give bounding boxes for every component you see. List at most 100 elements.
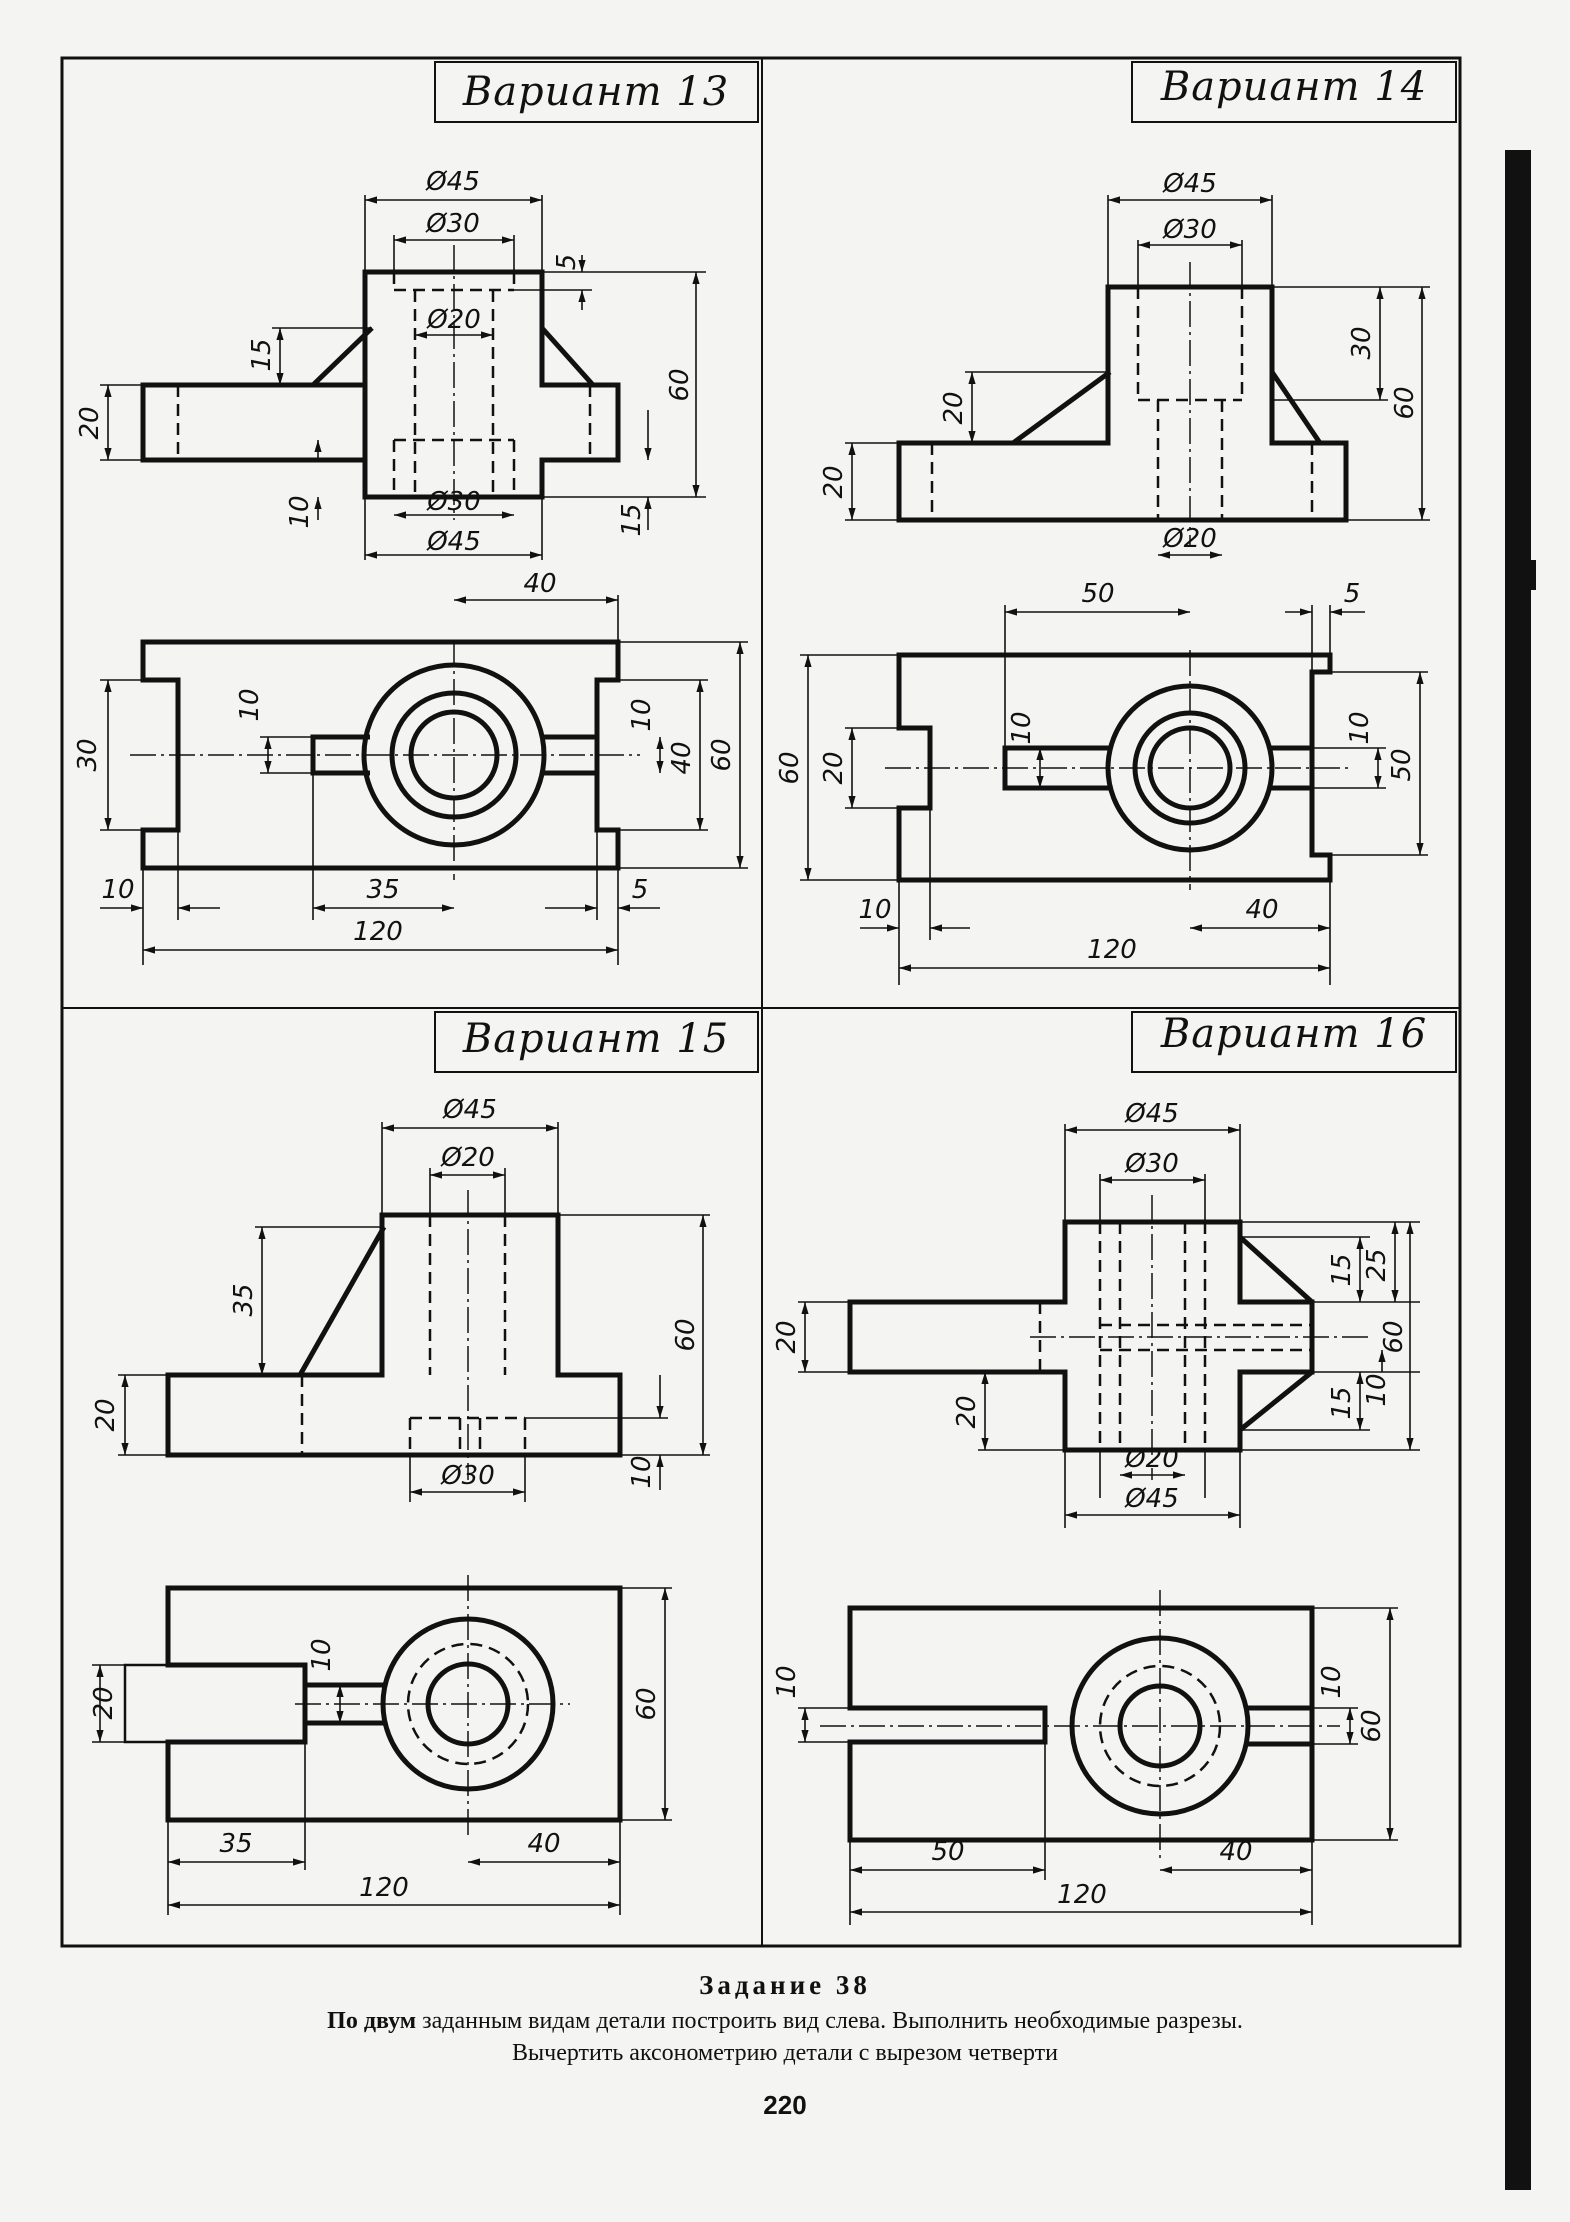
- svg-text:Ø30: Ø30: [440, 1461, 495, 1491]
- svg-text:20: 20: [75, 406, 105, 439]
- variant-13-title: Вариант 13: [462, 69, 729, 115]
- svg-text:60: 60: [665, 368, 695, 401]
- variant-15-front-view: [165, 1190, 623, 1480]
- svg-text:Ø20: Ø20: [1162, 524, 1217, 554]
- svg-text:10: 10: [1317, 1665, 1347, 1698]
- variant-13-top-dimensions: [100, 595, 748, 965]
- svg-text:Ø45: Ø45: [442, 1095, 497, 1125]
- variant-13-front-view: [140, 245, 621, 520]
- svg-text:20: 20: [819, 465, 849, 498]
- variant-16-front-labels: Ø45 Ø30 15 25 20 60 20 15 10 Ø20 Ø45: [772, 1099, 1409, 1514]
- page-number: 220: [763, 2090, 807, 2120]
- svg-text:120: 120: [359, 1873, 409, 1903]
- svg-text:40: 40: [1245, 895, 1278, 925]
- variant-13-top-view: [130, 639, 640, 880]
- svg-text:10: 10: [1007, 711, 1037, 744]
- svg-text:Ø30: Ø30: [426, 487, 481, 517]
- svg-text:60: 60: [707, 738, 737, 771]
- svg-text:40: 40: [523, 569, 556, 599]
- svg-text:15: 15: [1327, 1386, 1357, 1419]
- svg-text:40: 40: [667, 741, 697, 774]
- svg-text:40: 40: [1219, 1837, 1252, 1867]
- svg-text:50: 50: [1387, 748, 1417, 781]
- variant-16-top-labels: 10 10 60 50 40 120: [772, 1665, 1387, 1910]
- variant-title-boxes: [434, 61, 1457, 1073]
- variant-13-top-labels: 40 10 30 10 40 60 10 35 5 120: [73, 569, 737, 947]
- svg-text:Ø45: Ø45: [425, 167, 480, 197]
- task-title: Задание 38: [699, 1970, 871, 2000]
- svg-text:120: 120: [353, 917, 403, 947]
- svg-text:Ø30: Ø30: [1124, 1149, 1179, 1179]
- variant-15-front-dimensions: [118, 1122, 710, 1502]
- svg-text:Ø45: Ø45: [1124, 1099, 1179, 1129]
- variant-14-top-dimensions: [800, 605, 1428, 985]
- svg-text:10: 10: [772, 1665, 802, 1698]
- svg-text:30: 30: [73, 738, 103, 771]
- svg-text:Ø20: Ø20: [1124, 1444, 1179, 1474]
- svg-text:35: 35: [229, 1283, 259, 1316]
- svg-text:60: 60: [775, 751, 805, 784]
- svg-text:5: 5: [552, 254, 582, 271]
- svg-text:10: 10: [627, 1455, 657, 1488]
- variant-15-top-dimensions: [92, 1587, 672, 1915]
- variant-15-front-labels: Ø45 Ø20 35 60 20 Ø30 10: [91, 1095, 701, 1491]
- svg-text:15: 15: [1327, 1253, 1357, 1286]
- svg-text:30: 30: [1347, 326, 1377, 359]
- svg-text:50: 50: [1081, 579, 1114, 609]
- svg-text:40: 40: [527, 1829, 560, 1859]
- variant-14-front-dimensions: [845, 195, 1430, 559]
- svg-text:60: 60: [1357, 1709, 1387, 1742]
- svg-text:50: 50: [931, 1837, 964, 1867]
- svg-text:Ø45: Ø45: [426, 527, 481, 557]
- svg-text:10: 10: [627, 698, 657, 731]
- variant-13-front-dimensions: [100, 195, 706, 560]
- svg-text:35: 35: [366, 875, 399, 905]
- svg-text:10: 10: [235, 688, 265, 721]
- variant-15-top-view: [123, 1575, 623, 1835]
- svg-text:5: 5: [1344, 579, 1361, 609]
- svg-text:60: 60: [1390, 386, 1420, 419]
- variant-16-top-view: [820, 1590, 1340, 1860]
- svg-text:Ø45: Ø45: [1162, 169, 1217, 199]
- svg-text:60: 60: [632, 1687, 662, 1720]
- variant-14-top-labels: 50 5 10 20 60 10 50 10 40 120: [775, 579, 1417, 965]
- svg-text:Ø20: Ø20: [440, 1143, 495, 1173]
- variant-14-title: Вариант 14: [1160, 64, 1427, 110]
- svg-text:Ø30: Ø30: [425, 209, 480, 239]
- sheet-frame: [60, 56, 1462, 1948]
- svg-text:20: 20: [939, 391, 969, 424]
- svg-text:10: 10: [101, 875, 134, 905]
- task-description-line2: Вычертить аксонометрию детали с вырезом …: [512, 2040, 1058, 2066]
- svg-text:120: 120: [1057, 1880, 1107, 1910]
- svg-text:10: 10: [1345, 711, 1375, 744]
- svg-text:20: 20: [772, 1320, 802, 1353]
- svg-text:20: 20: [952, 1395, 982, 1428]
- variant-13-front-labels: Ø45 Ø30 Ø20 Ø30 Ø45 5 15 20 60 10 15: [75, 167, 695, 557]
- variant-14-top-view: [885, 650, 1350, 890]
- svg-text:60: 60: [671, 1318, 701, 1351]
- svg-text:60: 60: [1379, 1320, 1409, 1353]
- task-description-line1: По двум заданным видам детали построить …: [0, 2008, 1570, 2035]
- svg-text:15: 15: [617, 503, 647, 536]
- svg-text:5: 5: [632, 875, 649, 905]
- task-description-bold: По двум: [327, 2008, 417, 2034]
- svg-text:35: 35: [219, 1829, 252, 1859]
- svg-text:20: 20: [819, 751, 849, 784]
- variant-15-title: Вариант 15: [462, 1016, 729, 1062]
- svg-text:10: 10: [858, 895, 891, 925]
- svg-text:10: 10: [285, 495, 315, 528]
- svg-text:120: 120: [1087, 935, 1137, 965]
- variant-16-top-dimensions: [798, 1607, 1398, 1925]
- svg-text:10: 10: [1362, 1373, 1392, 1406]
- svg-text:Ø45: Ø45: [1124, 1484, 1179, 1514]
- svg-text:25: 25: [1362, 1248, 1392, 1281]
- svg-text:20: 20: [89, 1686, 119, 1719]
- variant-15-top-labels: 10 20 60 35 40 120: [89, 1638, 662, 1903]
- svg-text:20: 20: [91, 1398, 121, 1431]
- variant-14-front-labels: Ø45 Ø30 30 60 20 20 Ø20: [819, 169, 1420, 554]
- svg-text:10: 10: [307, 1638, 337, 1671]
- svg-text:15: 15: [247, 338, 277, 371]
- task-description-rest: заданным видам детали построить вид слев…: [416, 2008, 1243, 2034]
- variant-16-title: Вариант 16: [1160, 1011, 1427, 1057]
